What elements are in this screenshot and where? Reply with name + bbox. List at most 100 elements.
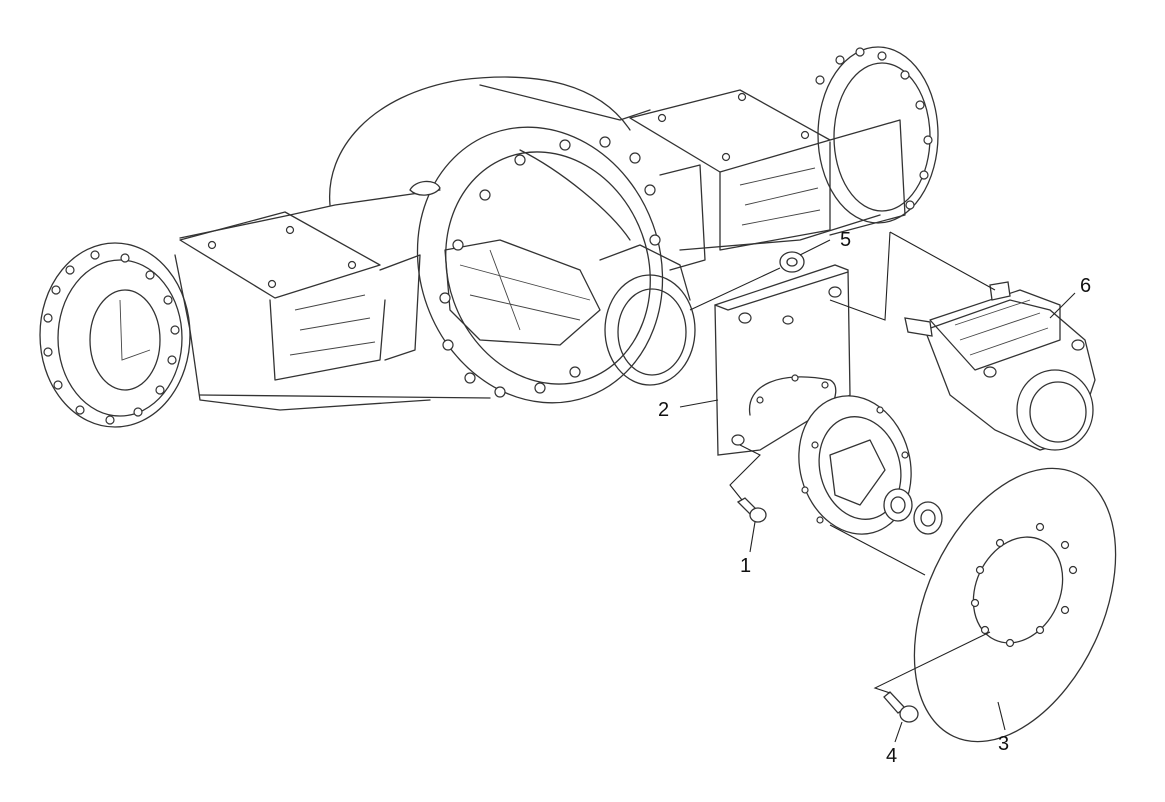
knuckle-stub-top [989, 281, 1011, 301]
disc-hole [1035, 625, 1045, 635]
bolt-hole [105, 415, 115, 425]
pad-bolt [267, 279, 277, 289]
bolt-hole [464, 372, 476, 384]
banjo-inner-ring [445, 151, 651, 385]
bolt-hole [75, 405, 85, 415]
gasket-hole [756, 396, 764, 404]
gasket-hole [821, 381, 829, 389]
pad-bolt [207, 240, 217, 250]
nut-bore [786, 257, 798, 267]
bolt-hole [479, 189, 491, 201]
right-beam-lower-edge [679, 214, 881, 251]
knuckle-hole [983, 366, 997, 378]
cover-plate-body [714, 264, 851, 456]
knuckle-ribs [954, 299, 1049, 356]
right-bracket [719, 141, 831, 251]
banjo-rib-detail [459, 249, 591, 331]
disc-hole [1005, 638, 1015, 648]
plate-hole [738, 312, 752, 324]
left-beam-top [179, 189, 441, 239]
bolt-hole [900, 70, 910, 80]
bolt-hole [649, 234, 661, 246]
knuckle-hole [1071, 339, 1085, 351]
left-flange-bore [89, 289, 161, 391]
bolt-hole [51, 285, 61, 295]
callout-1: 1 [740, 555, 751, 577]
assembly-line-bolt-1 [729, 444, 761, 501]
pad-bolt [657, 113, 667, 123]
left-bracket-detail [289, 294, 376, 356]
bolt-hole [569, 366, 581, 378]
right-wheel-flange-inner [833, 62, 931, 212]
bolt-hole [915, 100, 925, 110]
bolt-hole [167, 355, 177, 365]
carrier-flange-cross [829, 439, 886, 506]
bearing-and-gear [883, 488, 943, 535]
flange-hole [811, 441, 819, 449]
bolt-hole [90, 250, 100, 260]
disc-hole [970, 598, 980, 608]
bolt-hole [65, 265, 75, 275]
housing-dome-ridge [479, 84, 651, 121]
bolt-hole [919, 170, 929, 180]
left-bracket [269, 299, 386, 381]
disc-outer [913, 467, 1117, 743]
callout-leaders [679, 239, 1076, 743]
callout-1-leader [749, 521, 756, 553]
left-beam-lower-edge [199, 394, 491, 399]
plate-hole [782, 315, 794, 325]
axle-housing [39, 46, 939, 428]
disc-hole [975, 565, 985, 575]
left-link-bracket [379, 254, 421, 361]
pad-bolt [721, 152, 731, 162]
left-spring-pad [179, 211, 381, 299]
callout-3: 3 [998, 733, 1009, 755]
callout-2: 2 [658, 399, 669, 421]
bolt-hole [644, 184, 656, 196]
right-beam-body [829, 119, 906, 236]
bolt-hole [170, 325, 180, 335]
callout-6-leader [1049, 292, 1076, 319]
bolt-hole [439, 292, 451, 304]
disc-hole [1060, 540, 1070, 550]
assembly-line-bolt-4 [873, 631, 991, 694]
bolt-hole [835, 55, 845, 65]
pad-bolt [347, 260, 357, 270]
disc-hole [1060, 605, 1070, 615]
bolt-hole [559, 139, 571, 151]
assembly-lines [689, 231, 996, 694]
flange-hole [901, 451, 909, 459]
gear-bore [920, 509, 936, 527]
part-3-disc [913, 467, 1117, 743]
bolt-hole [120, 253, 130, 263]
disc-hole [1035, 522, 1045, 532]
left-wheel-flange-outer [39, 242, 191, 428]
pad-bolt [800, 130, 810, 140]
bolt-hole [923, 135, 933, 145]
bearing-housing-outer [604, 274, 696, 386]
bolt-hole [514, 154, 526, 166]
flange-hole [816, 516, 824, 524]
right-link-bracket [659, 164, 706, 271]
knuckle-spindle-inner [1029, 381, 1087, 443]
plate-hole [731, 434, 745, 446]
right-bracket-detail [739, 167, 821, 226]
bolt-hole [494, 386, 506, 398]
bolt-hole [145, 270, 155, 280]
part-6-knuckle [904, 281, 1096, 451]
carrier-flange [798, 395, 912, 535]
housing-breather [409, 180, 441, 196]
pad-bolt [285, 225, 295, 235]
bolt-hole [534, 382, 546, 394]
flange-bolt-holes [43, 47, 933, 425]
left-beam-bottom [174, 254, 431, 411]
right-spring-pad [629, 89, 831, 173]
bolt-hole [43, 347, 53, 357]
banjo-outer-ring [416, 126, 664, 404]
part-1-bolt [736, 497, 767, 523]
bolt-hole [905, 200, 915, 210]
bolt-4-head [899, 705, 919, 723]
disc-hole [980, 625, 990, 635]
